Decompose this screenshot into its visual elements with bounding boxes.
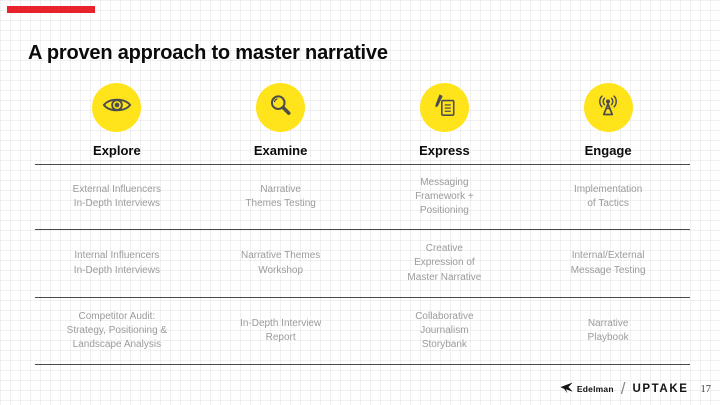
express-badge <box>419 83 469 132</box>
examine-badge <box>256 83 306 132</box>
matrix-row-1: External Influencers In-Depth Interviews… <box>35 165 690 230</box>
phase-explore: Explore <box>35 83 199 158</box>
pencil-note-icon <box>431 92 458 124</box>
edelman-wordmark: Edelman <box>576 384 614 394</box>
matrix-cell: Competitor Audit: Strategy, Positioning … <box>66 310 168 351</box>
phase-label-express: Express <box>419 143 470 158</box>
phase-label-examine: Examine <box>253 143 308 158</box>
page-number: 17 <box>700 383 712 395</box>
eye-icon <box>102 90 132 125</box>
matrix-cell: Internal Influencers In-Depth Interviews <box>73 250 160 276</box>
phase-label-explore: Explore <box>93 143 141 158</box>
activity-matrix: External Influencers In-Depth Interviews… <box>35 164 690 365</box>
phase-header-row: Explore Examine <box>35 83 690 158</box>
footer-brand-bar: Edelman / UPTAKE 17 <box>560 379 711 399</box>
phase-examine: Examine <box>199 83 363 158</box>
matrix-cell: Narrative Themes Workshop <box>240 250 321 276</box>
matrix-cell: In-Depth Interview Report <box>240 317 322 343</box>
accent-bar <box>7 6 95 13</box>
explore-badge <box>92 83 142 132</box>
matrix-cell: Messaging Framework + Positioning <box>415 176 474 217</box>
slide-title: A proven approach to master narrative <box>28 42 388 65</box>
matrix-cell: Implementation of Tactics <box>573 183 643 209</box>
matrix-cell: Narrative Themes Testing <box>245 183 316 209</box>
matrix-cell: Collaborative Journalism Storybank <box>415 310 474 351</box>
matrix-cell: Internal/External Message Testing <box>570 250 646 276</box>
engage-badge <box>583 83 633 132</box>
edelman-bird-icon <box>560 380 574 399</box>
matrix-row-2: Internal Influencers In-Depth Interviews… <box>35 230 690 298</box>
matrix-cell: Narrative Playbook <box>587 317 629 343</box>
edelman-logo: Edelman <box>560 380 614 399</box>
broadcast-tower-icon <box>593 90 623 125</box>
logo-slash: / <box>620 378 626 398</box>
matrix-cell: External Influencers In-Depth Interviews <box>72 183 162 209</box>
uptake-wordmark: UPTAKE <box>632 383 689 395</box>
phase-express: Express <box>363 83 527 158</box>
phase-engage: Engage <box>526 83 690 158</box>
matrix-row-3: Competitor Audit: Strategy, Positioning … <box>35 298 690 365</box>
phase-label-engage: Engage <box>584 143 632 158</box>
magnifier-icon <box>267 92 294 124</box>
matrix-cell: Creative Expression of Master Narrative <box>407 243 482 283</box>
